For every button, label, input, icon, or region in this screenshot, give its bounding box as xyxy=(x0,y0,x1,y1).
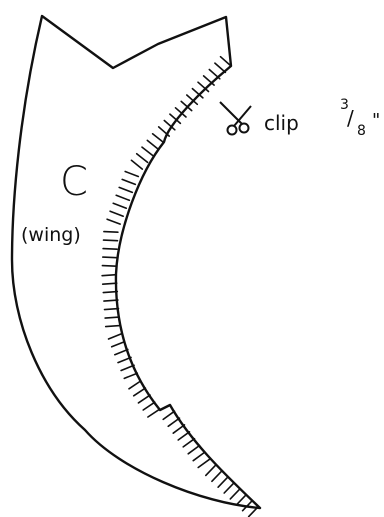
clip-mark xyxy=(208,68,221,80)
clip-mark xyxy=(162,410,176,421)
clip-mark xyxy=(174,107,187,118)
clip-mark xyxy=(128,380,142,390)
clip-mark xyxy=(182,437,196,448)
clip-mark xyxy=(103,299,119,302)
clip-mark xyxy=(120,364,135,372)
clip-mark xyxy=(217,476,229,489)
clip-mark xyxy=(103,307,120,311)
clip-mark xyxy=(102,290,119,294)
clip-fraction-denominator: 8 xyxy=(357,123,366,139)
clip-mark xyxy=(214,62,227,74)
clip-mark xyxy=(109,210,124,217)
clip-mark xyxy=(219,55,232,67)
clip-mark xyxy=(177,430,191,441)
clip-mark xyxy=(205,464,217,477)
clip-mark xyxy=(197,81,210,93)
clip-mark xyxy=(151,133,165,144)
clip-mark xyxy=(101,282,118,286)
clip-mark xyxy=(146,139,160,150)
clip-mark xyxy=(180,100,193,112)
clip-mark xyxy=(107,332,123,340)
clip-mark xyxy=(172,424,186,435)
clip-mark xyxy=(118,186,134,194)
clip-mark xyxy=(229,487,241,500)
clip-mark xyxy=(235,493,247,506)
clip-mark xyxy=(102,239,119,242)
clip-mark xyxy=(135,152,149,164)
clip-mark xyxy=(130,159,144,170)
clip-mark xyxy=(121,178,137,186)
clip-mark xyxy=(142,401,156,411)
clip-mark xyxy=(103,230,119,233)
clip-mark xyxy=(202,75,215,86)
clip-mark xyxy=(112,202,128,209)
clip-mark xyxy=(123,372,139,380)
clip-mark xyxy=(124,170,140,178)
clip-mark xyxy=(223,482,235,494)
clip-mark xyxy=(106,218,121,225)
clip-mark xyxy=(102,256,118,259)
clip-mark xyxy=(114,348,129,356)
clip-marks xyxy=(101,55,260,517)
clip-fraction-slash: / xyxy=(347,106,354,130)
clip-mark xyxy=(104,324,121,328)
piece-letter: C xyxy=(60,159,88,205)
clip-mark xyxy=(163,119,176,131)
clip-mark xyxy=(147,408,161,418)
clip-mark xyxy=(117,356,132,364)
clip-mark xyxy=(247,505,260,517)
clip-mark xyxy=(104,316,120,319)
clip-instruction-text: clip xyxy=(264,111,299,135)
clip-mark xyxy=(137,394,151,404)
clip-mark xyxy=(167,417,181,428)
clip-mark xyxy=(141,146,154,157)
clip-mark xyxy=(102,247,118,250)
clip-mark xyxy=(132,387,147,397)
clip-mark xyxy=(191,87,204,99)
clip-unit: " xyxy=(372,110,381,131)
clip-mark xyxy=(115,194,131,202)
clip-mark xyxy=(192,451,206,462)
clip-mark xyxy=(186,94,199,106)
clip-mark xyxy=(110,340,126,348)
clip-mark xyxy=(101,264,118,268)
clip-mark xyxy=(157,126,170,137)
clip-fraction-numerator: 3 xyxy=(340,97,349,113)
clip-mark xyxy=(187,444,201,455)
piece-name: (wing) xyxy=(21,224,81,246)
clip-mark xyxy=(101,273,117,277)
clip-mark xyxy=(169,113,182,125)
scissors-icon xyxy=(219,101,252,136)
clip-mark xyxy=(211,470,223,483)
wing-piece-outline xyxy=(10,14,262,510)
clip-mark xyxy=(241,499,254,512)
clip-mark xyxy=(197,458,211,469)
